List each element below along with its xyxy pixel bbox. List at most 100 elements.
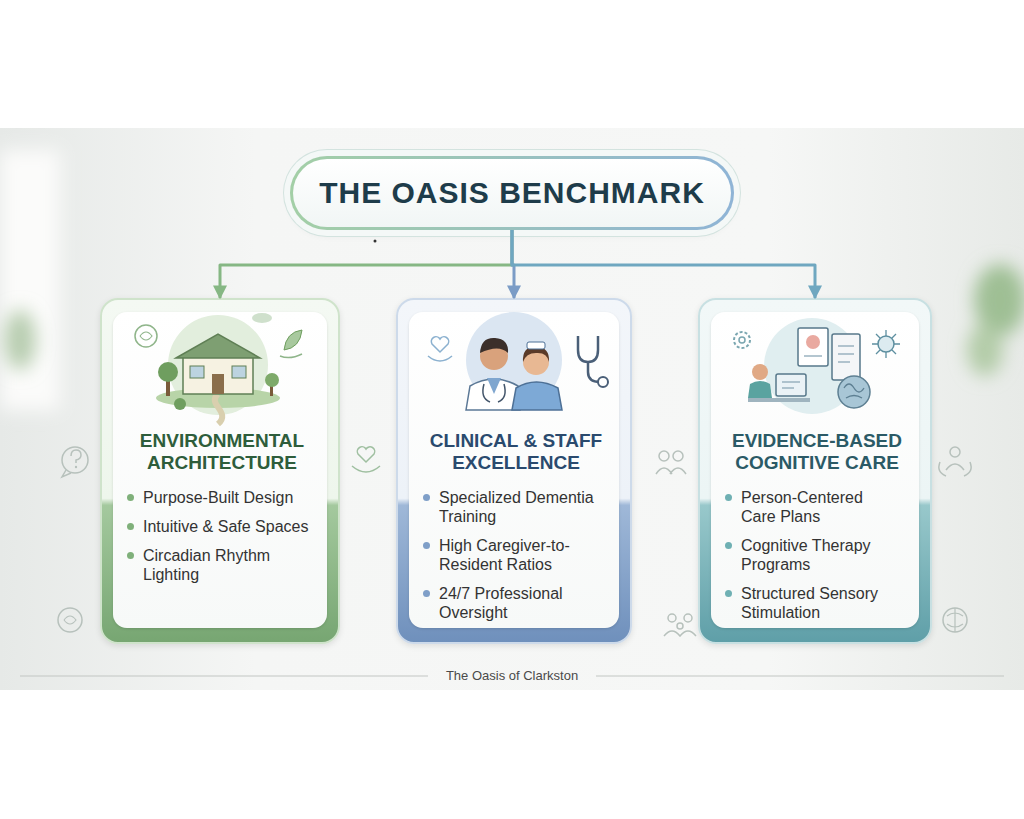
footer-caption: The Oasis of Clarkston [0, 667, 1024, 685]
cognitive-illustration [748, 381, 772, 398]
question-icon [62, 447, 88, 477]
people-icon [939, 462, 971, 476]
caption-rule [596, 676, 1004, 677]
cognitive-illustration [838, 346, 854, 362]
pillar-card: ENVIRONMENTAL ARCHITECTURE Purpose-Built … [100, 298, 340, 644]
people-icon [939, 447, 971, 476]
staff-illustration [578, 336, 598, 362]
caption-rule [20, 676, 428, 677]
bullet-item: Intuitive & Safe Spaces [127, 517, 315, 536]
staff-illustration [598, 377, 608, 387]
house-illustration [232, 366, 246, 378]
cognitive-illustration [748, 398, 810, 402]
staff-illustration [588, 362, 600, 382]
question-icon [62, 470, 71, 477]
stray-dot [374, 240, 377, 243]
people-icon [946, 464, 964, 470]
house-illustration [168, 315, 268, 415]
staff-illustration [523, 349, 549, 375]
blurred-plant [974, 264, 1024, 336]
staff-illustration [480, 338, 508, 353]
bullet-item: Person-Centered Care Plans [725, 488, 891, 526]
staff-illustration [428, 312, 608, 410]
staff-illustration [466, 312, 562, 408]
pillar-card: CLINICAL & STAFF EXCELLENCE Specialized D… [396, 298, 632, 644]
cognitive-illustration [838, 376, 870, 408]
family-icon [677, 623, 683, 629]
house-illustration [176, 334, 260, 358]
heart-hands-icon [352, 447, 380, 472]
brain-icon [943, 608, 967, 632]
house-illustration [284, 330, 302, 350]
house-illustration [183, 356, 253, 394]
cognitive-illustration [804, 355, 822, 357]
branch-arrow [512, 230, 514, 298]
card-heading: EVIDENCE-BASED COGNITIVE CARE [725, 430, 909, 474]
title-box: THE OASIS BENCHMARK [290, 156, 734, 230]
family-icon [668, 614, 676, 622]
question-icon [71, 450, 81, 463]
card-panel: EVIDENCE-BASED COGNITIVE CARE Person-Cent… [711, 312, 919, 628]
house-illustration [270, 384, 273, 396]
cognitive-illustration [872, 330, 900, 358]
window-light [0, 150, 60, 410]
heart-hands-icon [357, 447, 374, 462]
people-icon [673, 451, 683, 461]
cognitive-illustration [844, 384, 864, 398]
house-illustration [265, 373, 279, 387]
house-illustration [166, 378, 170, 396]
question-icon [75, 466, 77, 468]
bullet-item: Purpose-Built Design [127, 488, 315, 507]
brain-icon [943, 608, 967, 632]
brain-head-icon [64, 616, 76, 624]
house-illustration [215, 394, 223, 424]
staff-illustration [428, 356, 452, 361]
question-icon [62, 447, 88, 473]
house-illustration [140, 332, 152, 340]
house-illustration [158, 362, 178, 382]
brain-head-icon [58, 608, 82, 632]
card-heading: ENVIRONMENTAL ARCHITECTURE [127, 430, 317, 474]
family-icon [664, 614, 696, 636]
house-illustration [212, 374, 224, 394]
cognitive-illustration [832, 334, 860, 380]
cognitive-illustration [806, 335, 820, 349]
cognitive-illustration [734, 332, 750, 348]
staff-illustration [431, 337, 448, 352]
people-icon [659, 451, 669, 461]
staff-illustration [527, 342, 545, 349]
bullet-item: Cognitive Therapy Programs [725, 536, 891, 574]
people-icon [950, 447, 960, 457]
card-panel: CLINICAL & STAFF EXCELLENCE Specialized D… [409, 312, 619, 628]
cognitive-illustration [782, 382, 800, 388]
staff-illustration [512, 382, 562, 410]
cognitive-illustration [764, 318, 860, 414]
house-illustration [135, 325, 157, 347]
cognitive-illustration [734, 318, 900, 414]
card-panel: ENVIRONMENTAL ARCHITECTURE Purpose-Built … [113, 312, 327, 628]
brain-head-icon [58, 608, 82, 632]
brain-icon [947, 608, 963, 632]
staff-illustration [466, 379, 520, 410]
bullet-item: Specialized Dementia Training [423, 488, 609, 526]
family-icon [664, 631, 696, 636]
blurred-plant [967, 324, 1003, 376]
house-illustration [135, 313, 302, 424]
title-text: THE OASIS BENCHMARK [319, 176, 705, 210]
branch-arrow [220, 230, 512, 298]
house-illustration [156, 388, 280, 408]
staff-illustration [483, 384, 505, 402]
bullet-item: Circadian Rhythm Lighting [127, 546, 315, 584]
bullet-item: Structured Sensory Stimulation [725, 584, 891, 622]
heart-hands-icon [352, 466, 380, 472]
bullet-item: 24/7 Professional Oversight [423, 584, 609, 622]
cognitive-illustration [752, 364, 768, 380]
people-icon [656, 451, 686, 474]
bullet-item: High Caregiver-to-Resident Ratios [423, 536, 609, 574]
staff-illustration [487, 378, 501, 394]
house-illustration [174, 398, 186, 410]
card-heading: CLINICAL & STAFF EXCELLENCE [423, 430, 609, 474]
backdrop-panel [0, 128, 1024, 690]
